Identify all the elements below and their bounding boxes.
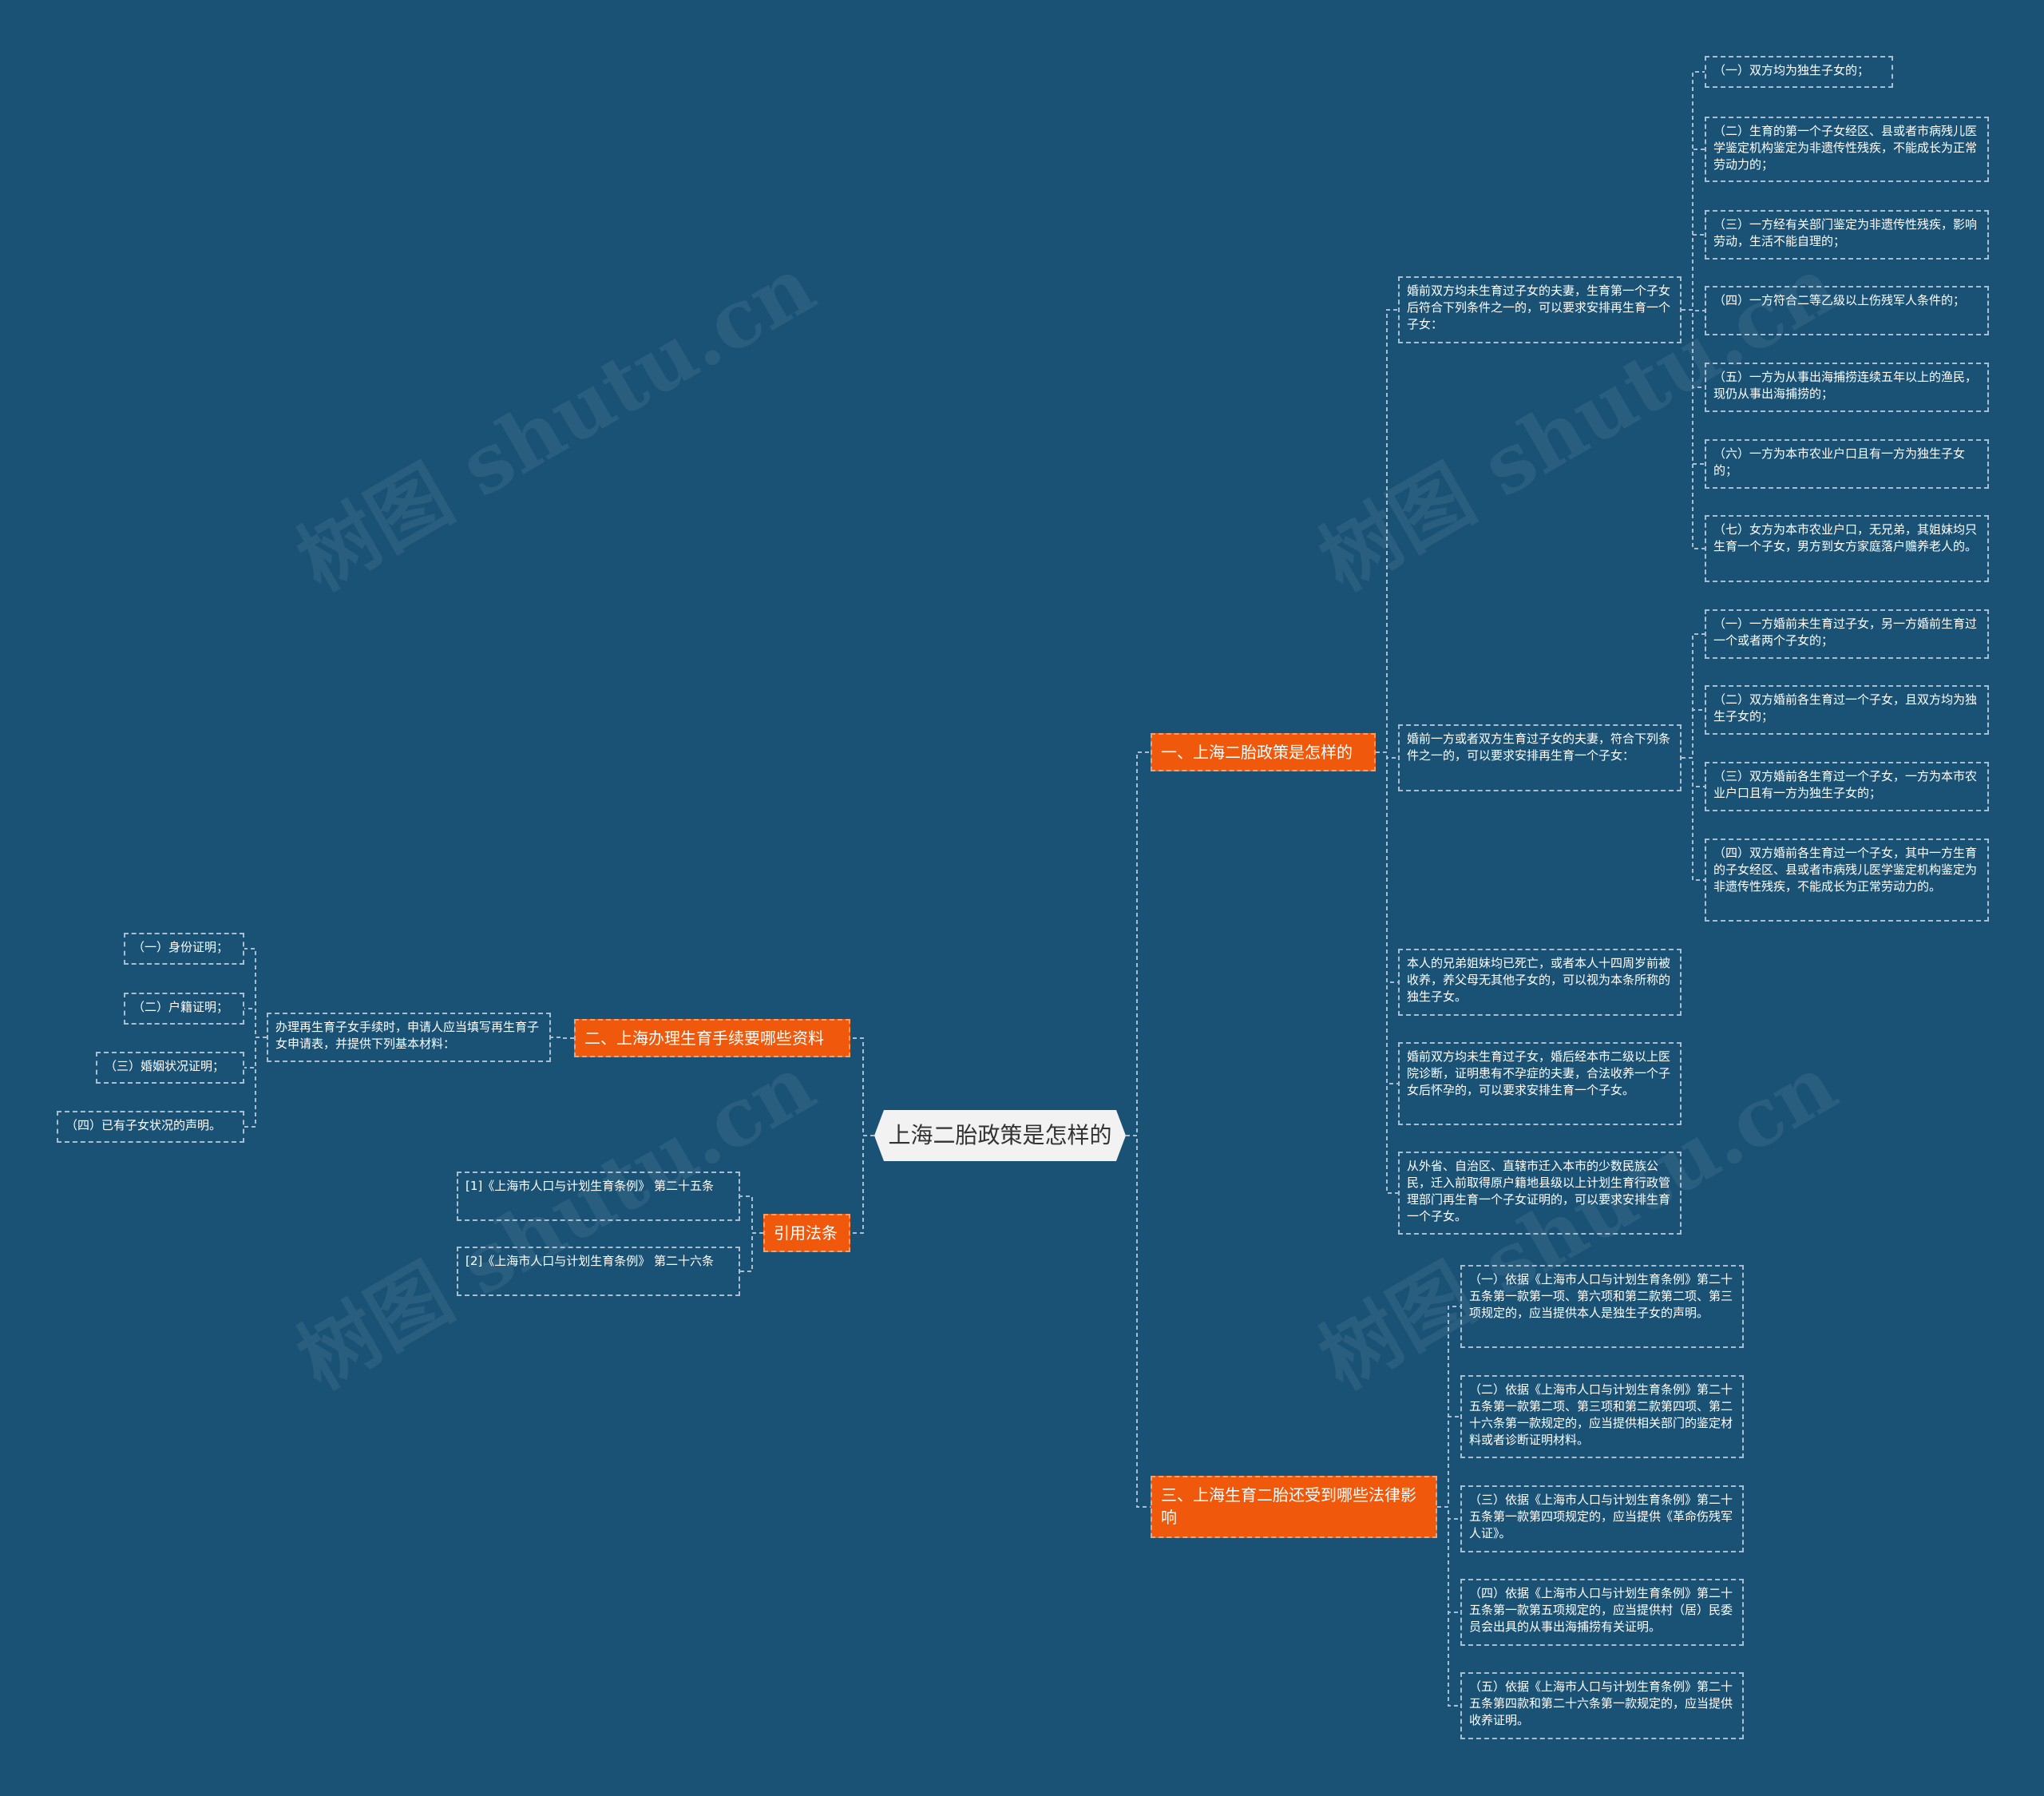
- connector-line: [1126, 751, 1151, 1136]
- connector-line: [244, 948, 267, 1038]
- connector-line: [740, 1232, 763, 1272]
- connector-line: [244, 1008, 267, 1038]
- policy-condition-item[interactable]: （一）一方婚前未生育过子女，另一方婚前生育过一个或者两个子女的；: [1705, 609, 1989, 659]
- legal-impact-item[interactable]: （三）依据《上海市人口与计划生育条例》第二十五条第一款第四项规定的，应当提供《革…: [1460, 1485, 1744, 1552]
- policy-condition-item[interactable]: （五）一方为从事出海捕捞连续五年以上的渔民，现仍从事出海捕捞的；: [1705, 363, 1989, 412]
- connector-line: [740, 1195, 763, 1234]
- connector-line: [1437, 1506, 1460, 1520]
- connector-line: [1437, 1506, 1460, 1707]
- materials-item[interactable]: （一）身份证明；: [124, 933, 244, 965]
- policy-note-infertility[interactable]: 婚前双方均未生育过子女，婚后经本市二级以上医院诊断，证明患有不孕症的夫妻，合法收…: [1398, 1042, 1682, 1125]
- connector-line: [1376, 751, 1398, 1194]
- connector-line: [1376, 309, 1398, 753]
- connector-line: [551, 1037, 574, 1039]
- cited-law-item[interactable]: [2]《上海市人口与计划生育条例》 第二十六条: [457, 1247, 740, 1296]
- connector-line: [1682, 234, 1705, 311]
- policy-condition-item[interactable]: （二）双方婚前各生育过一个子女，且双方均为独生子女的；: [1705, 685, 1989, 735]
- materials-item[interactable]: （二）户籍证明；: [124, 993, 244, 1025]
- connector-line: [244, 1037, 267, 1068]
- connector-line: [1682, 309, 1705, 311]
- policy-condition-item[interactable]: （三）双方婚前各生育过一个子女，一方为本市农业户口且有一方为独生子女的；: [1705, 762, 1989, 811]
- policy-note-ethnic-minority[interactable]: 从外省、自治区、直辖市迁入本市的少数民族公民，迁入前取得原户籍地县级以上计划生育…: [1398, 1152, 1682, 1235]
- root-topic[interactable]: 上海二胎政策是怎样的: [874, 1110, 1126, 1161]
- materials-item[interactable]: （三）婚姻状况证明；: [96, 1052, 244, 1084]
- branch-materials[interactable]: 二、上海办理生育手续要哪些资料: [574, 1019, 850, 1057]
- legal-impact-item[interactable]: （五）依据《上海市人口与计划生育条例》第二十五条第四款和第二十六条第一款规定的，…: [1460, 1672, 1744, 1739]
- connector-line: [1437, 1416, 1460, 1508]
- connector-line: [1682, 757, 1705, 881]
- policy-condition-item[interactable]: （三）一方经有关部门鉴定为非遗传性残疾，影响劳动，生活不能自理的；: [1705, 210, 1989, 260]
- policy-condition-prior-children[interactable]: 婚前一方或者双方生育过子女的夫妻，符合下列条件之一的，可以要求安排再生育一个子女…: [1398, 724, 1682, 791]
- branch-policy[interactable]: 一、上海二胎政策是怎样的: [1151, 733, 1376, 771]
- branch-cited-laws[interactable]: 引用法条: [763, 1214, 850, 1252]
- cited-law-item[interactable]: [1]《上海市人口与计划生育条例》 第二十五条: [457, 1172, 740, 1221]
- connector-line: [1376, 751, 1398, 983]
- connector-line: [850, 1037, 874, 1136]
- policy-condition-item[interactable]: （四）一方符合二等乙级以上伤残军人条件的；: [1705, 286, 1989, 335]
- materials-description[interactable]: 办理再生育子女手续时，申请人应当填写再生育子女申请表，并提供下列基本材料：: [267, 1013, 551, 1062]
- connector-line: [244, 1037, 267, 1128]
- connector-line: [1682, 633, 1705, 759]
- policy-condition-item[interactable]: （七）女方为本市农业户口，无兄弟，其姐妹均只生育一个子女，男方到女方家庭落户赡养…: [1705, 515, 1989, 582]
- branch-legal-impact[interactable]: 三、上海生育二胎还受到哪些法律影响: [1151, 1476, 1437, 1538]
- legal-impact-item[interactable]: （二）依据《上海市人口与计划生育条例》第二十五条第一款第二项、第三项和第二款第四…: [1460, 1375, 1744, 1458]
- connector-line: [1682, 757, 1705, 787]
- connector-line: [1126, 1135, 1151, 1508]
- connector-line: [1376, 751, 1398, 759]
- connector-line: [1437, 1506, 1460, 1613]
- policy-condition-item[interactable]: （六）一方为本市农业户口且有一方为独生子女的；: [1705, 439, 1989, 489]
- connector-line: [1682, 71, 1705, 311]
- connector-line: [1437, 1306, 1460, 1508]
- legal-impact-item[interactable]: （一）依据《上海市人口与计划生育条例》第二十五条第一款第一项、第六项和第二款第二…: [1460, 1265, 1744, 1348]
- policy-condition-item[interactable]: （二）生育的第一个子女经区、县或者市病残儿医学鉴定机构鉴定为非遗传性残疾，不能成…: [1705, 117, 1989, 182]
- policy-condition-item[interactable]: （一）双方均为独生子女的；: [1705, 56, 1893, 88]
- connector-line: [1682, 149, 1705, 311]
- legal-impact-item[interactable]: （四）依据《上海市人口与计划生育条例》第二十五条第一款第五项规定的，应当提供村（…: [1460, 1579, 1744, 1646]
- connector-line: [1682, 709, 1705, 759]
- policy-note-only-child[interactable]: 本人的兄弟姐妹均已死亡，或者本人十四周岁前被收养，养父母无其他子女的，可以视为本…: [1398, 949, 1682, 1016]
- connector-line: [1376, 751, 1398, 1084]
- watermark: 树图 shutu.cn: [282, 237, 830, 609]
- policy-condition-no-children[interactable]: 婚前双方均未生育过子女的夫妻，生育第一个子女后符合下列条件之一的，可以要求安排再…: [1398, 276, 1682, 343]
- connector-line: [850, 1135, 874, 1234]
- policy-condition-item[interactable]: （四）双方婚前各生育过一个子女，其中一方生育的子女经区、县或者市病残儿医学鉴定机…: [1705, 839, 1989, 922]
- connector-line: [1682, 309, 1705, 465]
- connector-line: [1682, 309, 1705, 388]
- materials-item[interactable]: （四）已有子女状况的声明。: [57, 1111, 244, 1143]
- connector-line: [1682, 309, 1705, 549]
